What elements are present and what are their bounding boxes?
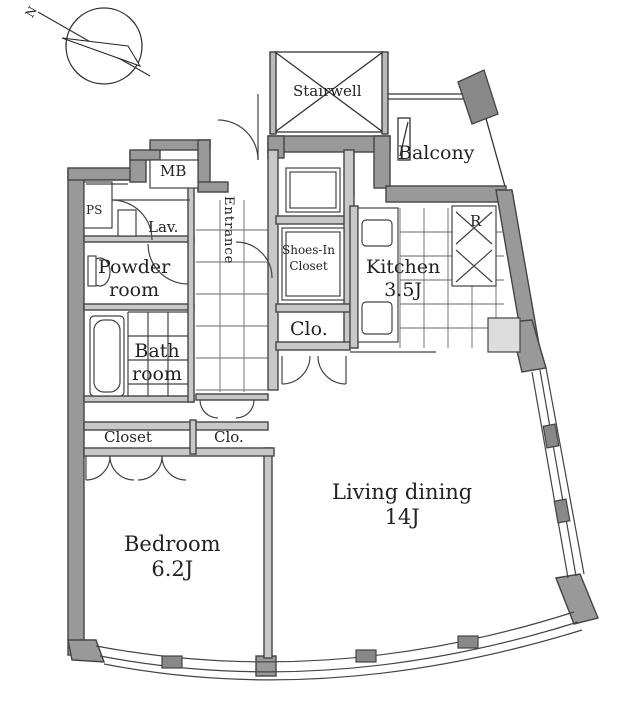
shoes-closet-line2: Closet [289,259,328,273]
room-label-lav: Lav. [148,218,179,236]
right-window-wall [531,367,585,579]
wet-area-fixtures [83,94,273,481]
hall-fixtures [281,150,355,385]
stairwell-area [269,51,389,135]
bottom-window-wall [95,611,583,681]
range-mark: R [470,212,482,230]
balcony-area [388,69,507,191]
bathroom-line2: room [132,363,182,385]
room-label-living-dining: Living dining 14J [332,482,472,528]
room-label-clo-kitchen: Clo. [290,318,328,340]
room-label-stairwell: Stairwell [293,82,362,100]
powder-room-line2: room [109,279,160,301]
living-dining-line2: 14J [384,505,420,529]
bedroom-line1: Bedroom [124,532,221,556]
room-label-clo-hall: Clo. [214,428,244,446]
shoes-closet-line1: Shoes-In [282,243,335,257]
room-label-shoes-in-closet: Shoes-In Closet [282,244,335,272]
kitchen-line2: 3.5J [384,279,423,301]
bathroom-line1: Bath [134,340,180,362]
room-label-balcony: Balcony [398,142,475,164]
room-label-ps: PS [86,203,103,217]
room-label-entrance: Entrance [221,196,236,265]
bedroom-line2: 6.2J [151,557,194,581]
powder-room-line1: Powder [98,256,171,278]
room-label-bedroom: Bedroom 6.2J [124,534,221,580]
living-dining-line1: Living dining [332,480,473,504]
kitchen-fixtures [350,205,521,353]
room-label-kitchen: Kitchen 3.5J [366,258,440,300]
kitchen-line1: Kitchen [366,256,441,278]
room-label-powder-room: Powder room [98,258,170,300]
room-label-bathroom: Bath room [132,342,182,384]
room-label-mb: MB [160,162,187,180]
interior-walls [83,149,359,659]
compass [37,7,151,85]
room-label-closet: Closet [104,428,152,446]
